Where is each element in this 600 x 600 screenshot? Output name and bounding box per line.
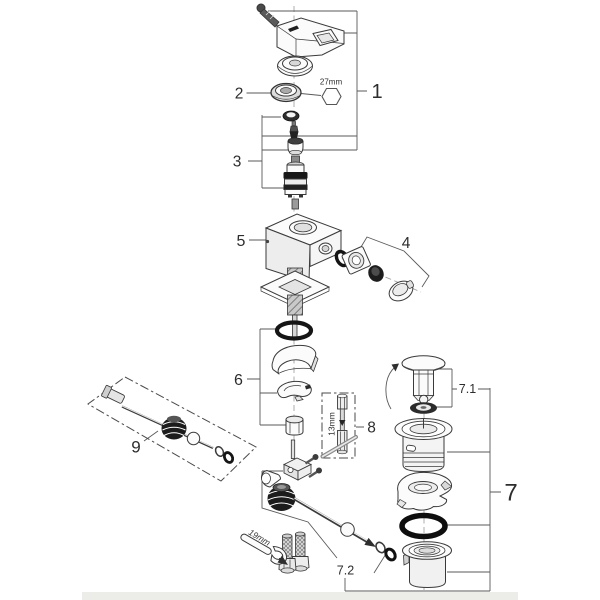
pop-up-rod-assembly (101, 384, 235, 464)
retaining-ring (282, 110, 300, 122)
label-6: 6 (234, 372, 243, 389)
cone-seal (260, 469, 282, 488)
label-7-2: 7.2 (337, 564, 354, 578)
rod-arrowhead (364, 537, 376, 547)
wrench-arrowhead (277, 555, 288, 565)
label-3: 3 (233, 154, 242, 171)
dome-nut (287, 137, 304, 156)
label-4: 4 (402, 235, 411, 252)
handle-cap (277, 55, 313, 77)
handle-screw (256, 3, 280, 28)
drain-o-ring (399, 512, 448, 540)
pivot-clamp (396, 471, 453, 511)
drain-body-lower (402, 541, 452, 589)
tool-13mm-box (321, 392, 356, 459)
pivot-block (282, 454, 322, 481)
label-7: 7 (504, 480, 517, 507)
cartridge (283, 155, 308, 198)
connecting-pin (290, 439, 296, 459)
drain-body-upper (394, 418, 453, 473)
ribbed-dome-nut (267, 483, 296, 511)
cap-ring-part2 (270, 82, 302, 103)
label-9: 9 (131, 438, 140, 457)
open-end-wrench-19mm (240, 533, 288, 565)
label-7-1: 7.1 (459, 382, 476, 396)
pop-up-plug (401, 355, 446, 405)
hex-size-annotation: 27mm (320, 78, 343, 87)
label-8: 8 (367, 420, 376, 437)
label-1: 1 (371, 81, 382, 103)
mounting-nut (285, 415, 304, 436)
lever-handle (276, 17, 345, 58)
label-5: 5 (237, 233, 246, 250)
threaded-shank-lower (287, 294, 303, 338)
plug-gasket (410, 402, 437, 414)
rotation-arrow (385, 363, 399, 410)
aerator-assembly (334, 246, 414, 302)
label-2: 2 (235, 86, 244, 103)
callout-labels: 1 2 3 4 5 6 7 7.1 7.2 8 9 (131, 81, 517, 578)
callout-leader-lines (143, 10, 501, 592)
supply-hoses (278, 531, 310, 574)
footer-strip (82, 592, 518, 600)
cartridge-stem-link (291, 198, 299, 210)
valve-screw (289, 121, 299, 138)
socket-tool-13mm (320, 393, 358, 459)
hex-27mm-icon (321, 87, 342, 106)
pop-up-rod (293, 497, 397, 562)
o-ring-mounting (274, 320, 314, 341)
c-clip (276, 380, 312, 402)
socket-size-annotation: 13mm (327, 412, 337, 436)
pop-up-rod-box (87, 376, 257, 482)
curved-wedge (271, 344, 319, 375)
